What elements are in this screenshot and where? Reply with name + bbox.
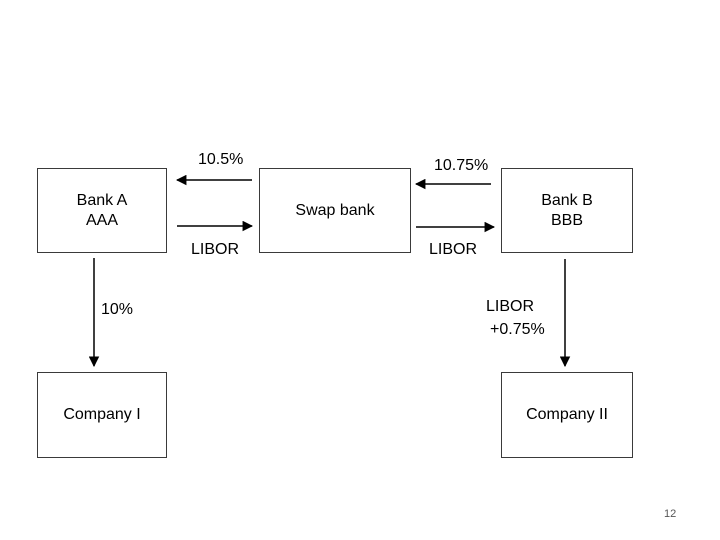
swap-bank-box: Swap bank (259, 168, 411, 253)
rate-swap-to-bank-a: 10.5% (198, 151, 244, 168)
rate-swap-to-bank-b: LIBOR (429, 241, 478, 258)
page-number: 12 (664, 508, 677, 520)
bank-b-box: Bank B BBB (501, 168, 633, 253)
rate-bank-a-to-company-1: 10% (101, 301, 134, 318)
bank-a-rating: AAA (85, 211, 118, 229)
rate-bank-b-to-company-2-line1: LIBOR (486, 298, 535, 315)
bank-a-box: Bank A AAA (37, 168, 167, 253)
swap-bank-label: Swap bank (295, 201, 375, 219)
company-2-label: Company II (526, 406, 608, 423)
rate-bank-a-to-swap: LIBOR (191, 241, 240, 258)
bank-a-name: Bank A (76, 191, 128, 209)
rate-bank-b-to-swap: 10.75% (434, 157, 489, 174)
company-1-box: Company I (37, 372, 167, 458)
bank-b-name: Bank B (541, 191, 593, 209)
company-2-box: Company II (501, 372, 633, 458)
company-1-label: Company I (63, 406, 141, 423)
bank-b-rating: BBB (550, 211, 583, 229)
rate-bank-b-to-company-2-line2: +0.75% (490, 321, 545, 338)
